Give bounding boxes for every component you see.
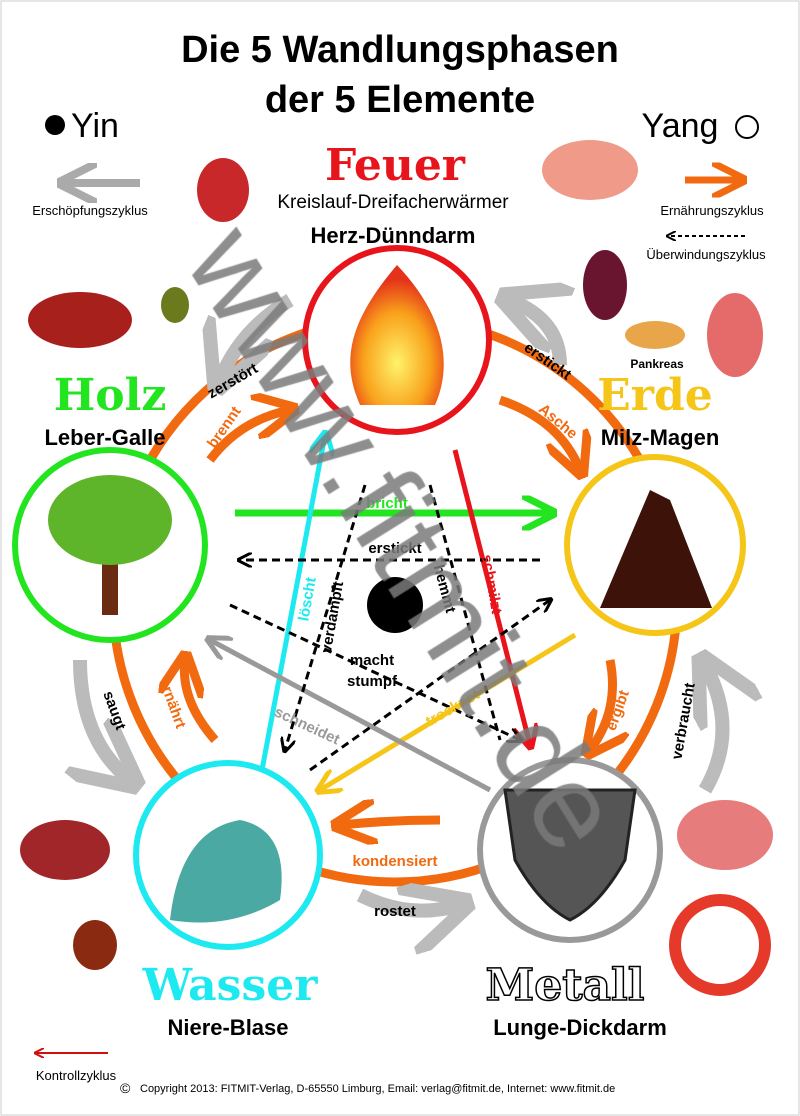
metal-organs: Lunge-Dickdarm bbox=[493, 1015, 667, 1040]
bladder-icon bbox=[73, 920, 117, 970]
stomach-icon bbox=[707, 293, 763, 377]
label-macht: macht bbox=[350, 652, 394, 669]
fire-sub: Kreislauf-Dreifacherwärmer bbox=[277, 192, 509, 213]
yin-label: Yin bbox=[71, 107, 119, 145]
liver-icon bbox=[28, 292, 132, 348]
center-yin-yang-icon bbox=[367, 577, 423, 633]
label-rostet: rostet bbox=[374, 903, 416, 920]
legend-control: Kontrollzyklus bbox=[36, 1068, 117, 1083]
legend-overcoming: Überwindungszyklus bbox=[646, 247, 766, 262]
lungs-icon bbox=[677, 800, 773, 870]
gallbladder-icon bbox=[161, 287, 189, 323]
spleen-icon bbox=[583, 250, 627, 320]
metal-element[interactable] bbox=[477, 757, 663, 943]
copyright: Copyright 2013: FITMIT-Verlag, D-65550 L… bbox=[140, 1083, 615, 1095]
water-name: Wasser bbox=[142, 960, 319, 1011]
fire-element[interactable] bbox=[302, 245, 492, 435]
title-line1: Die 5 Wandlungsphasen bbox=[181, 29, 619, 71]
fire-organs: Herz-Dünndarm bbox=[310, 223, 475, 248]
legend-nourishing: Ernährungszyklus bbox=[660, 203, 764, 218]
heart-icon bbox=[197, 158, 249, 222]
label-kondensiert: kondensiert bbox=[352, 853, 437, 870]
earth-name: Erde bbox=[597, 370, 712, 421]
water-element[interactable] bbox=[133, 760, 323, 950]
fire-name: Feuer bbox=[325, 140, 466, 191]
wood-name: Holz bbox=[54, 370, 167, 421]
earth-organs: Milz-Magen bbox=[601, 425, 720, 450]
tree-icon bbox=[48, 475, 172, 565]
label-stumpf: stumpf bbox=[347, 673, 398, 690]
small-intestine-icon bbox=[542, 140, 638, 200]
title-line2: der 5 Elemente bbox=[265, 79, 535, 121]
label-erstickt-mid: erstickt bbox=[368, 540, 421, 557]
wood-element[interactable] bbox=[12, 447, 208, 643]
pancreas-icon bbox=[625, 321, 685, 349]
copyright-icon: © bbox=[120, 1080, 131, 1096]
label-bricht: bricht bbox=[366, 495, 408, 512]
earth-element[interactable] bbox=[564, 454, 746, 636]
pancreas-label: Pankreas bbox=[630, 357, 684, 371]
yang-label: Yang bbox=[642, 107, 719, 145]
legend-exhaustion: Erschöpfungszyklus bbox=[32, 203, 148, 218]
yin-yang-icon bbox=[45, 115, 65, 135]
kidneys-icon bbox=[20, 820, 110, 880]
wood-organs: Leber-Galle bbox=[44, 425, 165, 450]
water-organs: Niere-Blase bbox=[167, 1015, 288, 1040]
metal-name: Metall bbox=[486, 960, 645, 1011]
